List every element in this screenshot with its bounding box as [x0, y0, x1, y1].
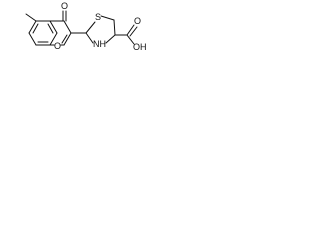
bond [85, 21, 96, 34]
double-bond-inner [61, 34, 68, 44]
nitrogen-label: NH [93, 39, 106, 49]
ring-oxygen-label: O [54, 41, 62, 51]
bond [113, 19, 116, 36]
bond [105, 34, 116, 44]
bond [63, 32, 72, 46]
hydroxyl-label: OH [133, 42, 147, 52]
bond [28, 32, 37, 46]
double-bond-inner [32, 23, 39, 34]
bond [63, 20, 72, 34]
bond [126, 34, 135, 45]
bond [49, 32, 58, 46]
carboxyl-oxygen-label: O [134, 16, 142, 26]
carbonyl-oxygen-label: O [61, 1, 69, 11]
carbonyl-bond [126, 24, 135, 36]
chemical-structure-diagram: O O S NH O OH [0, 0, 177, 75]
bond-skeleton [25, 10, 138, 46]
bond [49, 20, 58, 34]
carbonyl-bond [129, 26, 138, 37]
bond [28, 20, 37, 34]
bond [100, 15, 115, 21]
bond [85, 32, 94, 44]
sulfur-label: S [95, 12, 102, 22]
double-bond-inner [47, 23, 54, 34]
methyl-bond [25, 13, 37, 22]
